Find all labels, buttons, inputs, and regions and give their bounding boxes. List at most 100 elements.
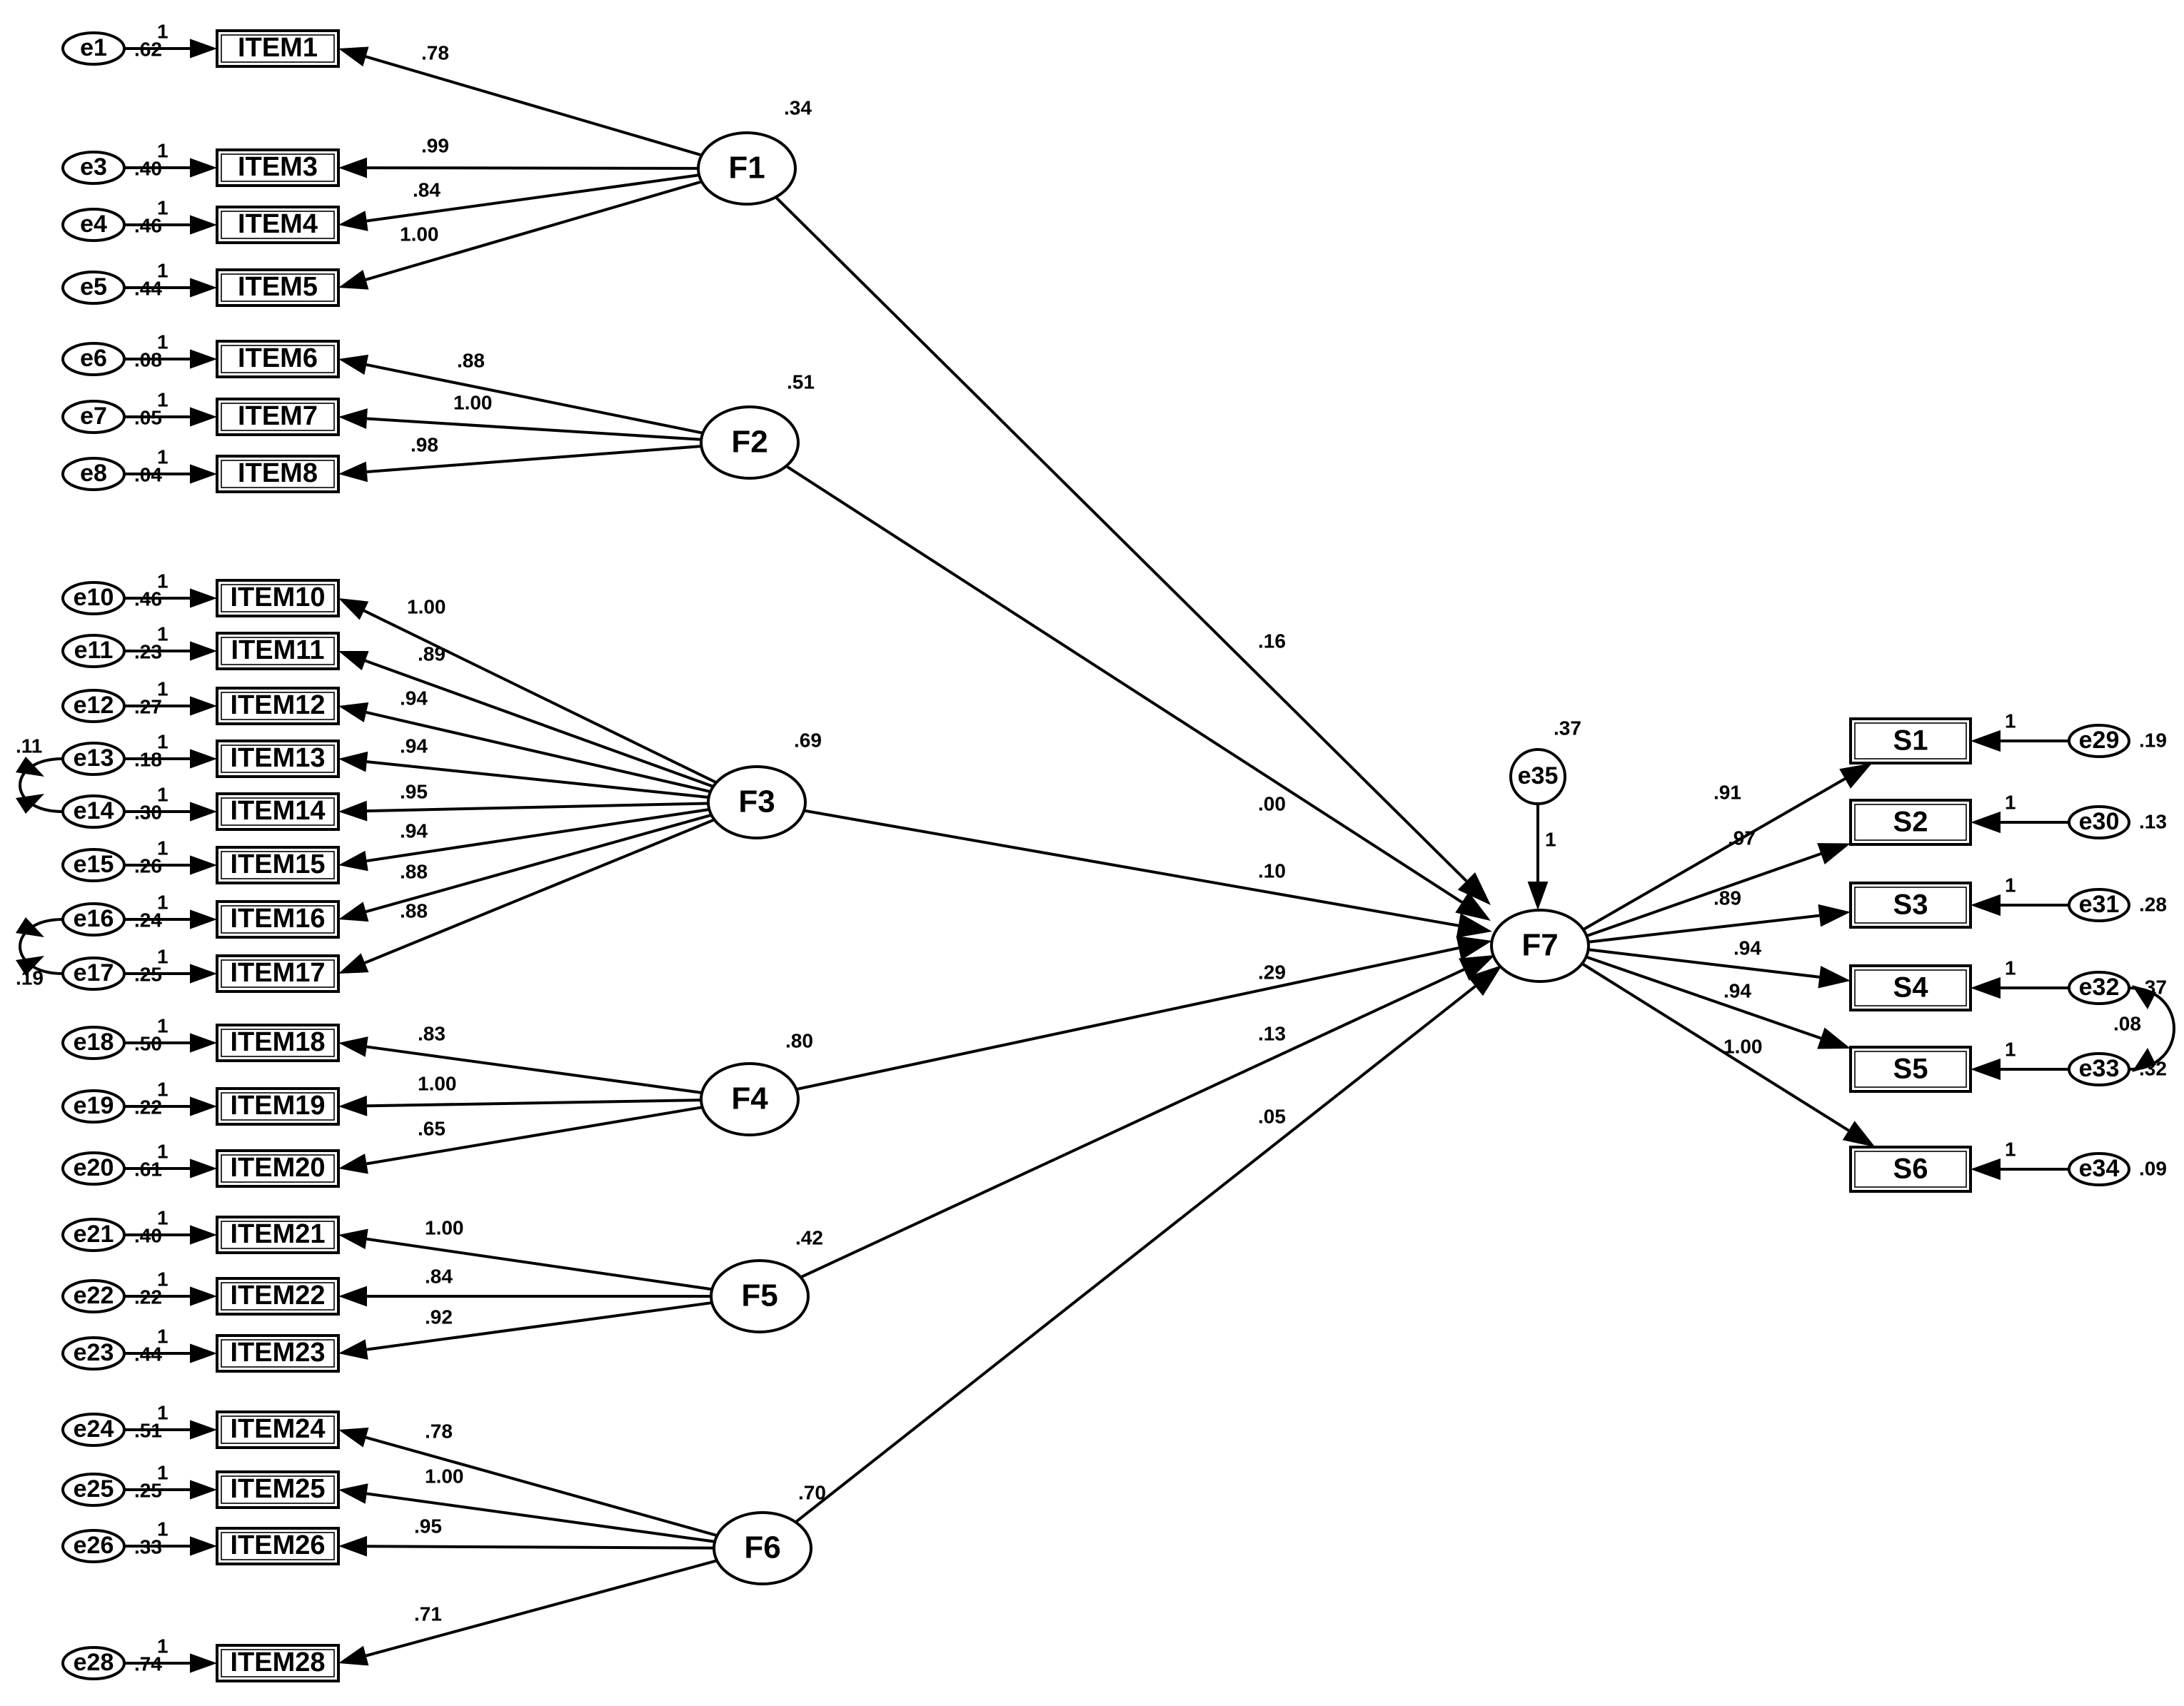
item-box-item13-inner	[221, 745, 335, 773]
item-box-item28	[216, 1644, 340, 1682]
error-label: e6	[80, 345, 107, 372]
error-variance: .74	[134, 1652, 162, 1675]
error-term	[2068, 805, 2130, 839]
error-term	[2068, 971, 2130, 1005]
fixed-path-label: 1	[157, 1401, 168, 1423]
error-arrow-head	[190, 1480, 217, 1500]
loading-label: .95	[400, 780, 428, 802]
error-term	[2068, 1152, 2130, 1186]
item-label: ITEM10	[230, 582, 325, 612]
loading-arrow-head	[338, 269, 369, 290]
error-arrow-head	[190, 909, 217, 929]
loading-arrow	[366, 173, 700, 223]
error-label: e19	[74, 1092, 114, 1119]
loading-arrow	[366, 445, 702, 473]
error-arrow-head	[190, 1225, 217, 1245]
error-variance: .26	[134, 854, 162, 877]
error-term	[61, 151, 126, 185]
outcome-box-s4	[1849, 964, 1972, 1011]
factor-label: F4	[731, 1081, 768, 1116]
error-label: e30	[2079, 808, 2120, 835]
fixed-path-label: 1	[1545, 828, 1556, 850]
error-label: e13	[74, 745, 114, 772]
loading-arrow	[364, 818, 715, 964]
item-label: ITEM28	[230, 1647, 325, 1677]
loading-arrow-head	[338, 1286, 367, 1307]
error-variance: .25	[134, 963, 162, 985]
error-arrow-head	[190, 158, 217, 178]
error-variance: .24	[134, 909, 162, 931]
factor-label: F5	[741, 1278, 778, 1313]
fixed-path-label: 1	[157, 837, 168, 859]
structural-coef: .13	[1258, 1022, 1286, 1044]
loading-arrow-head	[338, 1535, 368, 1557]
error-arrow-head	[190, 1343, 217, 1363]
factor-variance: .34	[784, 96, 812, 118]
item-box-item26-inner	[221, 1532, 335, 1560]
error-variance: .33	[134, 1535, 162, 1558]
error-term	[61, 271, 126, 305]
error-term	[61, 581, 126, 615]
disturbance-variance: .37	[1554, 717, 1581, 739]
error-label: e28	[74, 1649, 114, 1676]
error-label: e24	[74, 1415, 114, 1443]
loading-arrow	[366, 760, 709, 799]
error-term	[61, 1473, 126, 1507]
loading-label: .89	[1714, 887, 1741, 909]
error-variance: .28	[2139, 893, 2167, 915]
error-arrow-head	[190, 39, 217, 59]
item-box-item21-inner	[221, 1221, 335, 1249]
covariance-arc-e16-e17	[19, 918, 64, 975]
item-label: ITEM17	[230, 958, 325, 988]
error-arrow-head	[190, 1536, 217, 1556]
structural-arrow-f3-f7-head	[1456, 913, 1492, 938]
item-box-item24-inner	[221, 1415, 335, 1444]
item-box-item10-inner	[221, 584, 335, 612]
error-label: e12	[74, 692, 114, 719]
loading-arrow-head	[338, 850, 368, 872]
error-term	[61, 689, 126, 723]
item-box-item16	[216, 900, 340, 939]
covariance-arc-e16-e17-head-top	[16, 917, 44, 937]
structural-arrow-f4-f7	[795, 947, 1459, 1091]
fixed-path-label: 1	[157, 1078, 168, 1100]
item-label: ITEM12	[230, 690, 325, 720]
error-variance: .44	[134, 277, 162, 299]
item-label: ITEM21	[230, 1219, 325, 1249]
error-arrow-head	[190, 964, 217, 984]
loading-label: .97	[1728, 827, 1756, 849]
loading-label: .88	[457, 349, 485, 371]
outcome-loading-arrow-head	[1817, 1027, 1851, 1049]
covariance-arc-e13-e14-head-top	[16, 757, 44, 777]
covariance-label: .19	[16, 966, 44, 989]
item-label: ITEM6	[238, 343, 318, 373]
error-term	[61, 342, 126, 376]
outcome-label: S3	[1893, 889, 1928, 921]
structural-arrow-f6-f7-head	[1467, 965, 1502, 996]
loading-arrow	[365, 813, 712, 914]
item-box-item20	[216, 1149, 340, 1188]
error-variance: .37	[2139, 976, 2167, 998]
fixed-path-label: 1	[157, 945, 168, 967]
outcome-loading-arrow-head	[1839, 763, 1873, 789]
loading-label: 1.00	[1723, 1035, 1763, 1057]
error-term	[61, 457, 126, 491]
loading-label: 1.00	[400, 223, 439, 245]
structural-coef: .29	[1258, 961, 1286, 983]
item-box-item11	[216, 632, 340, 670]
covariance-arc-e13-e14	[19, 757, 64, 813]
error-label: e20	[74, 1154, 114, 1181]
fixed-path-label: 1	[157, 259, 168, 281]
error-variance: .19	[2139, 729, 2167, 751]
error-label: e29	[2079, 727, 2120, 754]
outcome-loading-arrow	[1583, 777, 1846, 931]
error-arrow-head	[190, 1159, 217, 1178]
error-term	[61, 208, 126, 242]
error-variance: .27	[134, 695, 162, 717]
item-box-item15-inner	[221, 851, 335, 879]
outcome-label: S2	[1893, 807, 1928, 838]
error-arrow-head	[190, 588, 217, 608]
factor-variance: .69	[794, 729, 822, 751]
loading-label: 1.00	[453, 391, 493, 413]
loading-arrow-head	[338, 902, 369, 922]
